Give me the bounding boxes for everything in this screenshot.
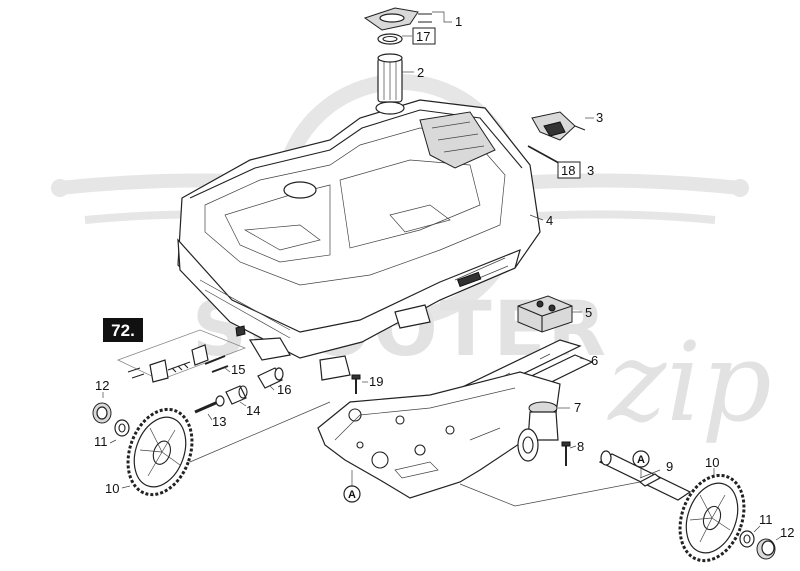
callout-box-17: [412, 27, 436, 45]
part-15-pin: [204, 355, 229, 373]
callout-8: 8: [577, 439, 584, 454]
callout-10-left: 10: [105, 481, 119, 496]
callout-12-left: 12: [95, 378, 109, 393]
figure-label: 72.: [111, 321, 135, 340]
part-3-clip: [531, 111, 586, 141]
reference-marker-a-left-text: A: [348, 489, 356, 501]
callout-15: 15: [231, 362, 245, 377]
callout-7: 7: [574, 400, 581, 415]
callout-3-rod: 3: [587, 163, 594, 178]
part-11-washer-left: [114, 419, 130, 437]
callout-13: 13: [212, 414, 226, 429]
part-12-cap-left: [92, 402, 112, 424]
callout-17: 17: [416, 29, 430, 44]
callout-5: 5: [585, 305, 592, 320]
callout-11-left: 11: [94, 434, 108, 449]
callout-14: 14: [246, 403, 260, 418]
part-17-ring: [377, 33, 403, 45]
part-11-washer-right: [739, 530, 755, 548]
reference-marker-a-right-text: A: [637, 454, 645, 466]
part-2-filter: [377, 53, 403, 103]
part-9-axle: [598, 450, 692, 501]
callout-box-18: [557, 161, 581, 179]
part-16-sleeve: [257, 367, 284, 389]
detail-72-latch: [116, 325, 247, 383]
part-14-bushing: [225, 385, 248, 405]
figure-label-bg: [103, 318, 143, 342]
callout-19: 19: [369, 374, 383, 389]
callout-9: 9: [666, 459, 673, 474]
part-10-wheel-left: [126, 407, 194, 497]
callout-3-clip: 3: [596, 110, 603, 125]
callout-6: 6: [591, 353, 598, 368]
callout-18: 18: [561, 163, 575, 178]
callout-11-right: 11: [759, 512, 773, 527]
part-19-screw: [351, 374, 361, 394]
part-5-block: [517, 295, 573, 333]
callout-labels: 1 17 2 3 18 3 4 5 6 7 8 9 10 11 12 12 11…: [94, 14, 794, 540]
callout-1: 1: [455, 14, 462, 29]
part-8-screw: [561, 441, 571, 466]
callout-4: 4: [546, 213, 553, 228]
callout-10-right: 10: [705, 455, 719, 470]
part-12-cap-right: [756, 538, 776, 560]
callout-16: 16: [277, 382, 291, 397]
part-13-bolt: [194, 395, 225, 414]
reference-marker-a-left: A: [343, 485, 361, 503]
callout-2: 2: [417, 65, 424, 80]
part-10-wheel-right: [678, 473, 746, 563]
reference-marker-a-right: A: [632, 450, 650, 468]
part-1-cap: [363, 7, 432, 31]
callout-12-right: 12: [780, 525, 794, 540]
watermark-script-text: zip: [606, 318, 772, 446]
part-4-housing: [177, 99, 541, 381]
base-plate: [317, 371, 561, 499]
part-7-caster: [517, 401, 559, 462]
